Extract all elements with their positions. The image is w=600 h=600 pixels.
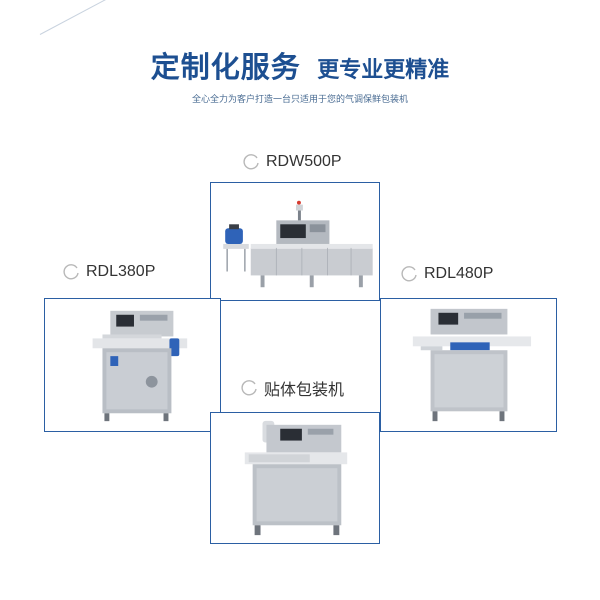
skin-packaging-machine-image — [244, 420, 348, 536]
page-title: 定制化服务 更专业更精准 — [0, 44, 600, 86]
rdl480p-machine-image — [412, 308, 532, 422]
rdw500p-machine-image — [223, 200, 373, 288]
page-title-main: 定制化服务 — [150, 52, 301, 84]
product-card-rdl480p[interactable] — [380, 298, 557, 432]
product-card-skin-packaging[interactable] — [210, 412, 380, 544]
product-label-rdl380p: RDL380P — [62, 260, 155, 284]
product-name: 贴体包装机 — [264, 382, 345, 399]
decorative-line — [39, 0, 173, 35]
product-name: RDW500P — [266, 153, 342, 170]
circle-icon — [243, 154, 259, 170]
page-title-sub: 更专业更精准 — [317, 57, 450, 82]
product-label-skin-packaging: 贴体包装机 — [240, 376, 344, 400]
product-label-rdw500p: RDW500P — [242, 150, 342, 174]
product-card-rdw500p[interactable] — [210, 182, 380, 301]
circle-icon — [401, 266, 417, 282]
product-name: RDL480P — [424, 265, 494, 282]
product-label-rdl480p: RDL480P — [400, 262, 493, 286]
page-subtitle: 全心全力为客户打造一台只适用于您的气调保鲜包装机 — [191, 95, 408, 105]
product-card-rdl380p[interactable] — [44, 298, 221, 432]
rdl380p-machine-image — [92, 310, 188, 422]
circle-icon — [63, 264, 79, 280]
circle-icon — [241, 380, 257, 396]
product-name: RDL380P — [86, 263, 156, 280]
